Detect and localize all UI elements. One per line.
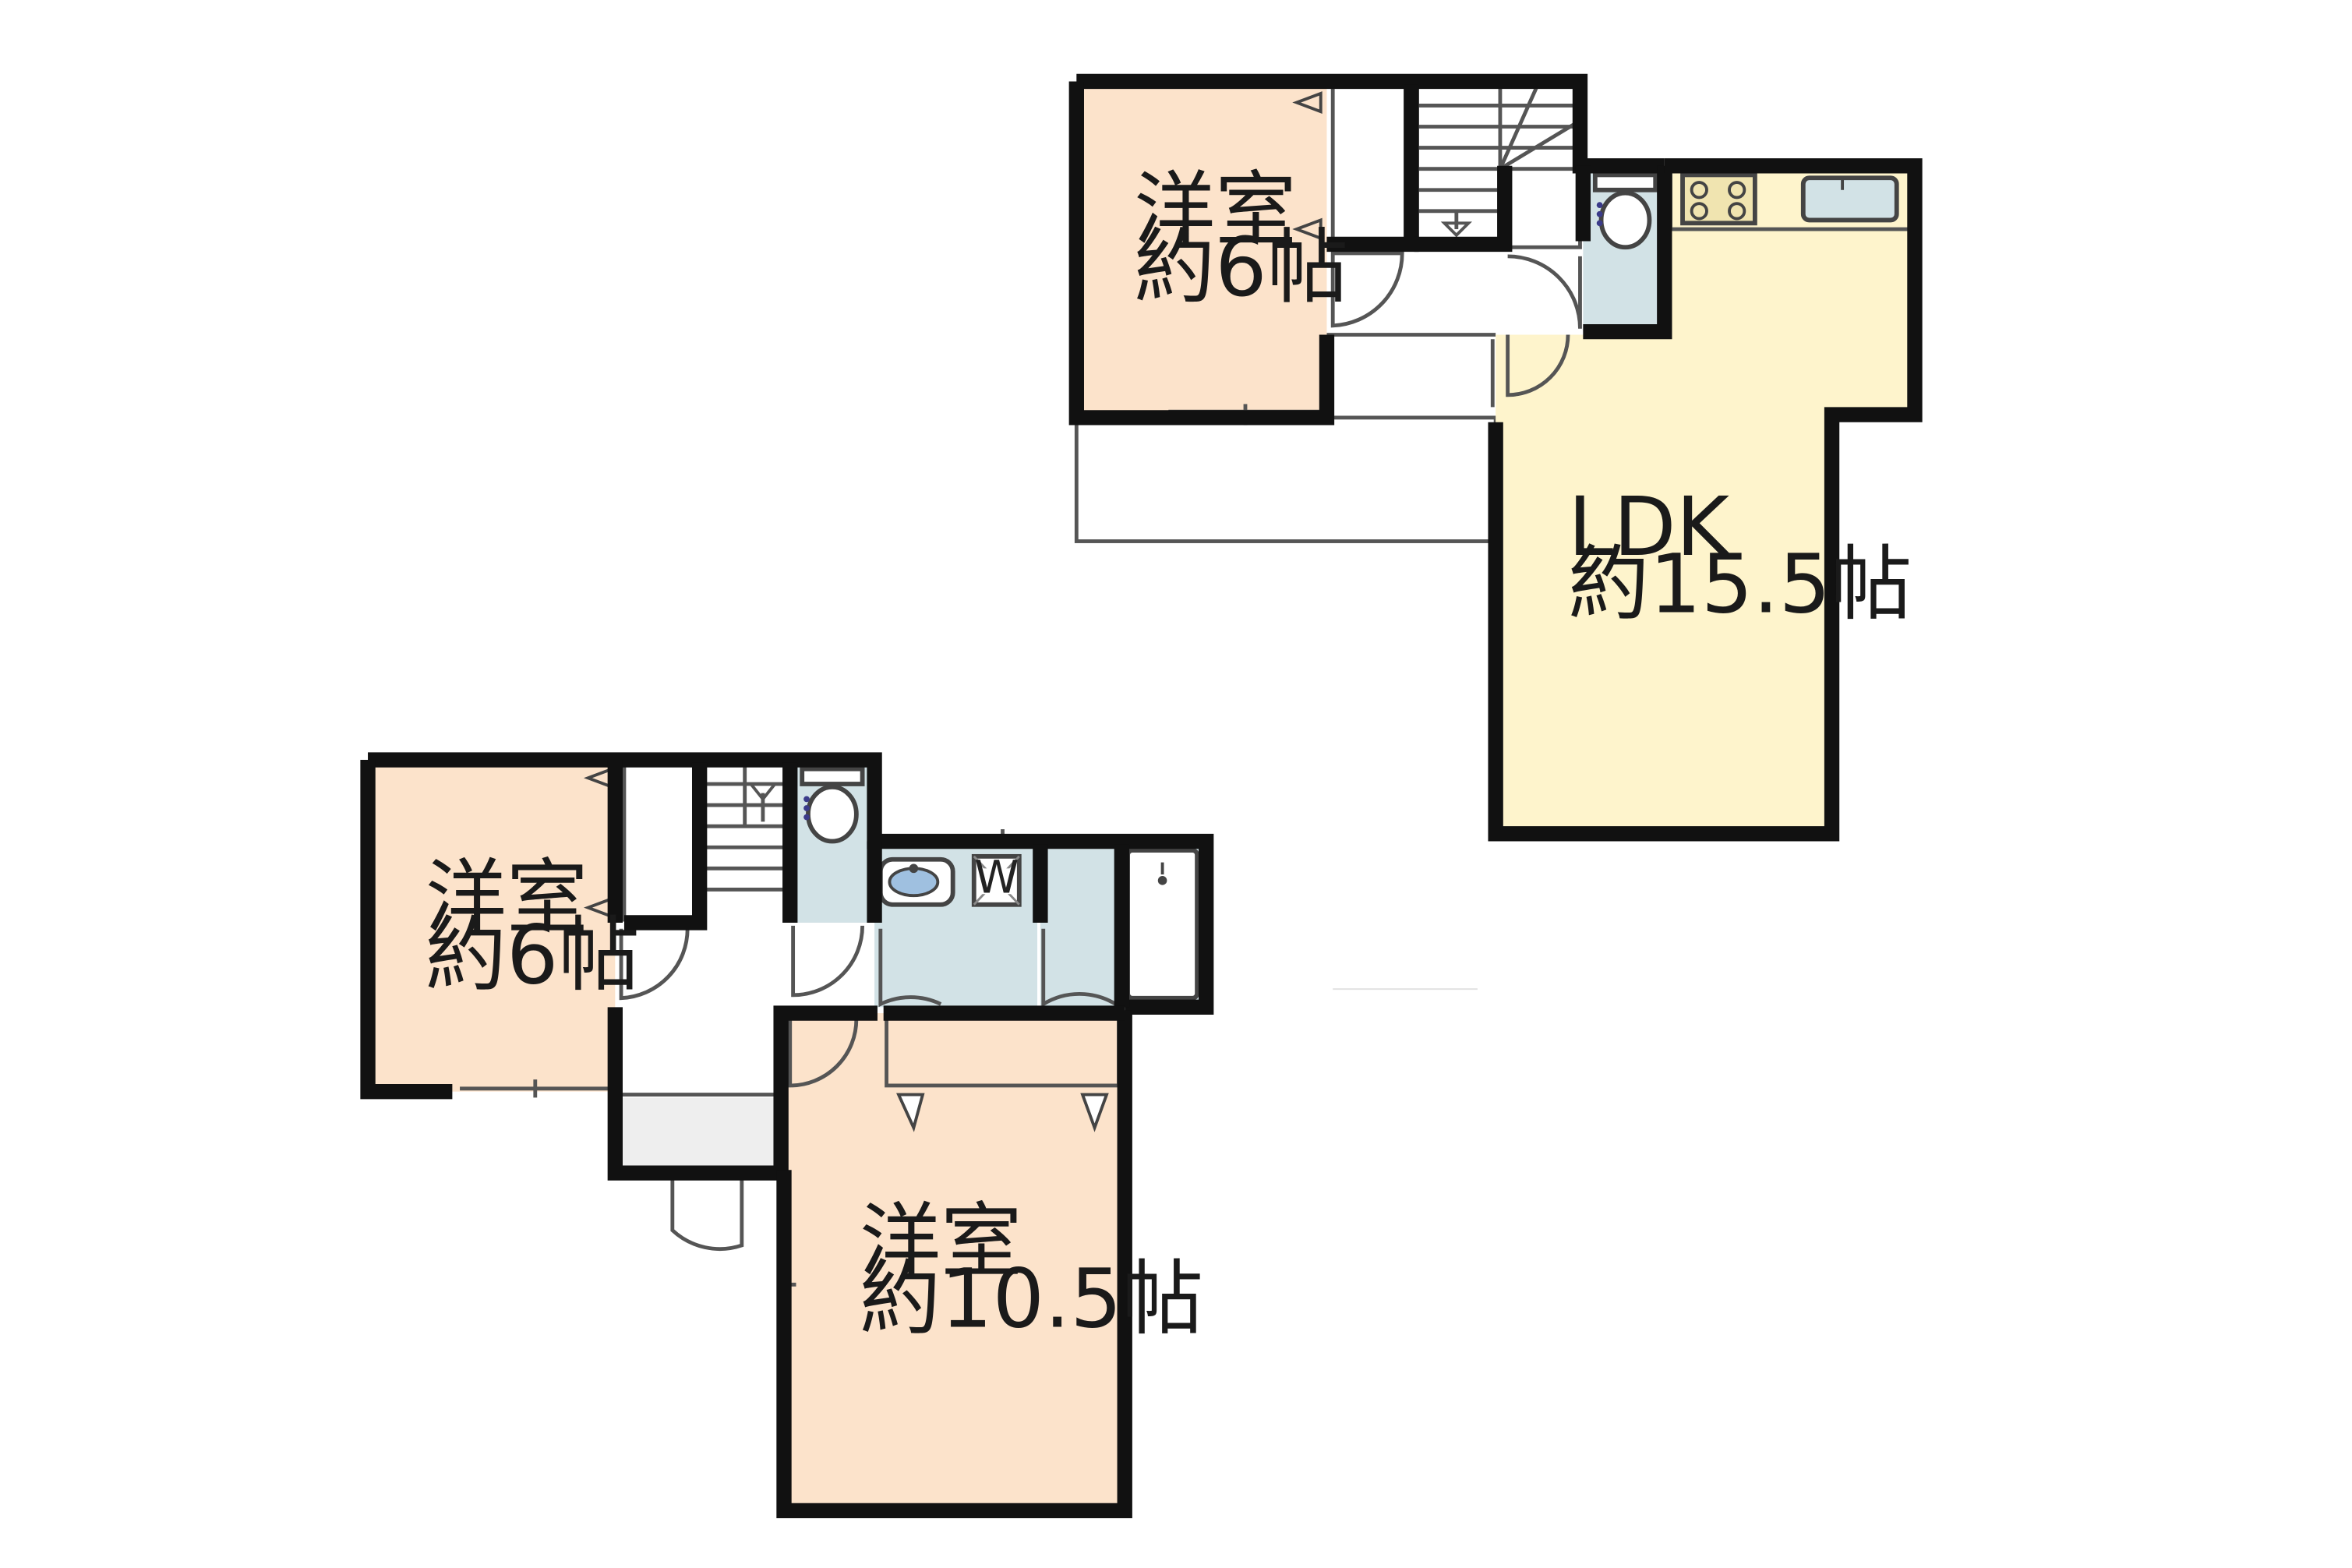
washer-label: W <box>974 850 1019 903</box>
bathtub <box>1125 848 1199 1001</box>
ldk-size: 約15.5帖 <box>1568 536 1912 631</box>
bedroom-lower-small-name: 洋室 <box>426 850 588 945</box>
bedroom-upper <box>1076 81 1327 418</box>
ldk-name: LDK <box>1568 479 1732 574</box>
bedroom-lower-large <box>784 1013 1125 1511</box>
staircase-lower <box>702 760 787 923</box>
hallway-lower <box>618 922 784 1098</box>
lower-floor: W <box>360 752 1214 1519</box>
washing-machine: W <box>971 850 1022 907</box>
toilet-lower <box>800 766 865 844</box>
washbasin <box>878 856 955 907</box>
closet-lower-small <box>622 761 702 922</box>
upper-floor: 洋室 約6帖 LDK 約15.5帖 <box>1068 73 1923 842</box>
ldk <box>1496 165 1915 834</box>
bedroom-lower-small <box>368 760 616 1092</box>
toilet-upper <box>1592 172 1658 250</box>
bedroom-lower-large-size: 約10.5帖 <box>860 1251 1203 1346</box>
entrance <box>621 1097 782 1171</box>
bathroom-anteroom <box>1040 841 1122 1008</box>
bedroom-lower-large-name: 洋室 <box>860 1194 1022 1289</box>
hallway-upper <box>1326 249 1584 395</box>
balcony <box>1074 415 1498 543</box>
bedroom-lower-small-size: 約6帖 <box>426 907 640 1002</box>
door-swings-upper <box>1330 251 1582 397</box>
bedroom-upper-size: 約6帖 <box>1134 220 1348 315</box>
door-swings-lower <box>619 925 1117 1252</box>
bedroom-upper-name: 洋室 <box>1134 163 1297 258</box>
